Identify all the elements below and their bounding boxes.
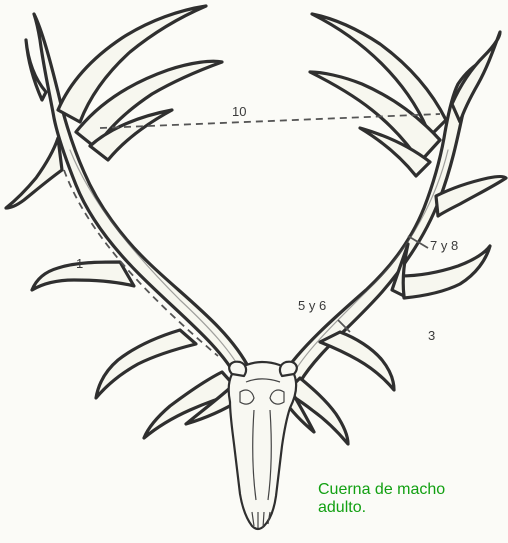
measurement-label-10: 10	[232, 104, 246, 119]
right-bez-tine	[320, 332, 394, 390]
left-pedicle	[229, 362, 246, 376]
measurement-label-7y8: 7 y 8	[430, 238, 458, 253]
right-middle-tine	[400, 246, 490, 298]
left-bez-tine	[96, 330, 196, 398]
measurement-label-3: 3	[428, 328, 435, 343]
measurement-label-5y6: 5 y 6	[298, 298, 326, 313]
right-pedicle	[280, 362, 297, 376]
measurement-label-1: 1	[76, 256, 83, 271]
left-outer-tine	[6, 138, 62, 208]
deer-skull	[229, 362, 296, 529]
caption-line-2: adulto.	[318, 499, 508, 517]
figure-caption: Cuerna de macho adulto.	[318, 481, 508, 517]
caption-line-1: Cuerna de macho	[318, 481, 508, 499]
right-top-tine	[452, 32, 500, 122]
left-antler-main-beam	[34, 14, 250, 380]
